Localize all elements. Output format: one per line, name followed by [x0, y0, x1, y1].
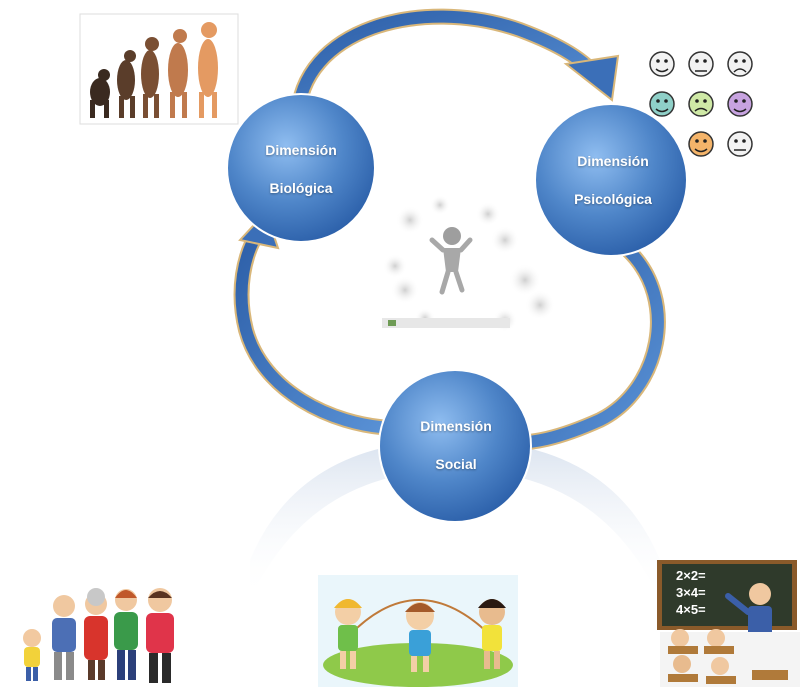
arrow-biologica-to-psicologica	[290, 8, 608, 126]
node-biologica-line1: Dimensión	[265, 142, 337, 158]
reflection-wave	[250, 440, 660, 600]
family-walking-illustration	[23, 588, 174, 683]
board-line-1: 2×2=	[676, 568, 706, 583]
node-biologica-line2: Biológica	[269, 180, 333, 196]
children-jump-rope-illustration	[318, 575, 518, 687]
node-psicologica-line2: Psicológica	[574, 191, 652, 207]
center-figure-illustration	[382, 195, 555, 332]
node-psicologica-label: Dimensión Psicológica	[533, 152, 693, 208]
board-line-2: 3×4=	[676, 585, 706, 600]
arrow-social-to-biologica	[233, 224, 400, 436]
chalkboard-text: 2×2= 3×4= 4×5=	[676, 568, 706, 617]
node-social-circle	[378, 369, 532, 523]
board-line-3: 4×5=	[676, 602, 706, 617]
arrowhead-top	[563, 54, 620, 102]
node-biologica-label: Dimensión Biológica	[221, 141, 381, 197]
node-social-label: Dimensión Social	[376, 417, 536, 473]
emotion-faces-grid	[649, 51, 753, 157]
node-biologica-circle	[226, 93, 376, 243]
node-psicologica-circle	[534, 103, 688, 257]
node-social-line1: Dimensión	[420, 418, 492, 434]
node-psicologica-line1: Dimensión	[577, 153, 649, 169]
node-social-line2: Social	[435, 456, 477, 472]
human-evolution-illustration	[79, 13, 239, 125]
classroom-teacher-illustration	[657, 560, 800, 687]
